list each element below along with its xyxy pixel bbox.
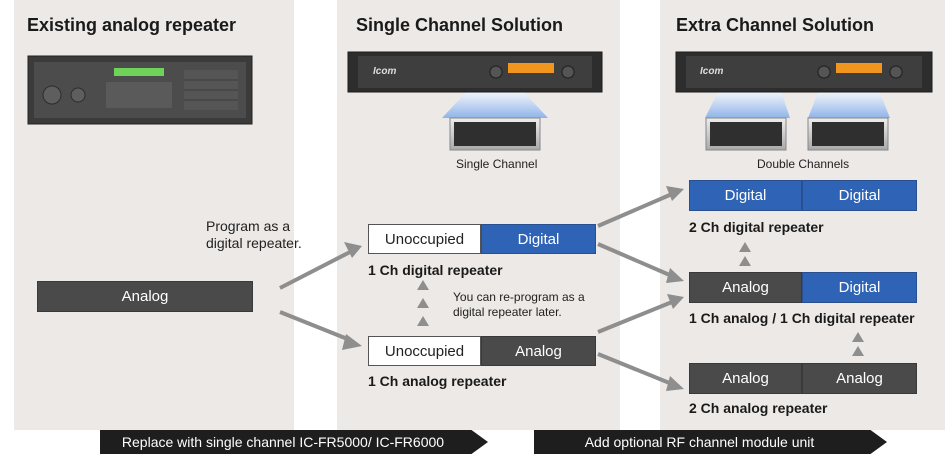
reprogram-note-line2: digital repeater later. xyxy=(453,305,562,319)
reprogram-note-line1: You can re-program as a xyxy=(453,290,585,304)
extra-aa-right: Analog xyxy=(802,363,917,394)
program-note-line2: digital repeater. xyxy=(206,235,302,251)
reprogram-arrow-1 xyxy=(417,280,429,290)
single-analog-label: 1 Ch analog repeater xyxy=(368,373,507,389)
add-module-arrow-shape xyxy=(534,430,887,454)
double-channels-caption: Double Channels xyxy=(757,157,850,171)
flow-arrows xyxy=(279,192,673,386)
single-channel-caption: Single Channel xyxy=(456,157,538,171)
extra-aa-label: 2 Ch analog repeater xyxy=(689,400,828,416)
single-channel-repeater-icon xyxy=(347,51,603,151)
extra-up-arrow-1 xyxy=(739,242,751,252)
reprogram-arrow-2 xyxy=(417,298,429,308)
single-digital-label: 1 Ch digital repeater xyxy=(368,262,503,278)
reprogram-arrow-3 xyxy=(417,316,429,326)
add-module-arrow-label: Add optional RF channel module unit xyxy=(584,434,815,450)
single-analog-analog: Analog xyxy=(481,336,596,366)
extra-dd-label: 2 Ch digital repeater xyxy=(689,219,824,235)
extra-up-arrow-3 xyxy=(852,332,864,342)
brand-logo: Icom xyxy=(373,66,397,77)
add-module-arrow: Add optional RF channel module unit xyxy=(534,430,887,454)
existing-column-title: Existing analog repeater xyxy=(27,15,237,35)
existing-analog-box: Analog xyxy=(37,281,253,312)
flow-arrowheads xyxy=(342,186,684,391)
program-note-line1: Program as a xyxy=(206,218,291,234)
single-analog-unoccupied: Unoccupied xyxy=(368,336,481,366)
extra-ad-right: Digital xyxy=(802,272,917,303)
replace-arrow-label: Replace with single channel IC-FR5000/ I… xyxy=(121,434,445,450)
replace-arrow-shape xyxy=(100,430,488,454)
extra-dd-left: Digital xyxy=(689,180,802,211)
replace-arrow: Replace with single channel IC-FR5000/ I… xyxy=(100,430,488,454)
single-column-title: Single Channel Solution xyxy=(356,15,563,35)
extra-up-arrow-2 xyxy=(739,256,751,266)
extra-ad-label: 1 Ch analog / 1 Ch digital repeater xyxy=(689,310,915,326)
extra-ad-left: Analog xyxy=(689,272,802,303)
extra-column-title: Extra Channel Solution xyxy=(676,15,875,35)
single-digital-unoccupied: Unoccupied xyxy=(368,224,481,254)
analog-repeater-device-icon xyxy=(27,55,253,125)
extra-aa-left: Analog xyxy=(689,363,802,394)
brand-logo-extra: Icom xyxy=(700,66,724,77)
extra-dd-right: Digital xyxy=(802,180,917,211)
extra-channel-repeater-icon xyxy=(675,51,933,151)
single-digital-digital: Digital xyxy=(481,224,596,254)
extra-up-arrow-4 xyxy=(852,346,864,356)
